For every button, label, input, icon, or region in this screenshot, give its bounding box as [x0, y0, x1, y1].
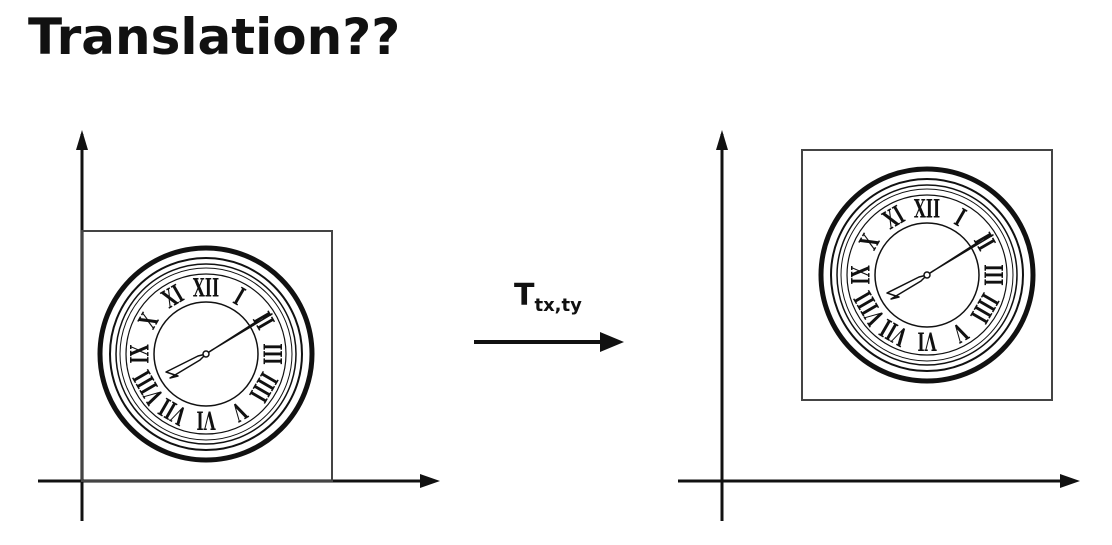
transform-arrow-head: [600, 332, 624, 352]
right-clock-ring-2: [830, 178, 1024, 372]
transform-arrow: [474, 332, 624, 352]
left-clock-minute-hand: [205, 313, 273, 355]
left-clock-numeral: IX: [124, 344, 154, 364]
left-clock-hour-hand: [165, 353, 207, 379]
transform-symbol: T: [514, 278, 535, 313]
left-clock-frame: [81, 230, 333, 482]
right-clock-ring-4: [840, 188, 1014, 362]
right-clock-numeral: XII: [914, 193, 940, 223]
right-clock-frame: [801, 149, 1053, 401]
right-clock-hour-hand: [886, 274, 928, 300]
left-clock-ring-2: [109, 257, 303, 451]
left-clock-numeral: VI: [196, 406, 216, 436]
right-clock-hub: [923, 271, 931, 279]
left-clock-numeral: XII: [193, 272, 219, 302]
left-clock-numeral: III: [258, 343, 288, 365]
left-clock-ring-3: [115, 263, 297, 445]
right-axes: [678, 130, 1080, 521]
transform-subscript: tx,ty: [534, 295, 582, 316]
right-y-arrowhead: [716, 130, 728, 150]
slide-title: Translation??: [28, 8, 401, 66]
right-x-arrowhead: [1060, 474, 1080, 488]
left-clock-numeral-band-outer: [125, 273, 287, 435]
right-clock-minute-hand: [926, 234, 994, 276]
right-clock-numeral-band-outer: [846, 194, 1008, 356]
right-clock-numeral: IX: [845, 265, 875, 285]
left-clock-hub: [202, 350, 210, 358]
right-clock-ring-3: [836, 184, 1018, 366]
left-clock-ring-4: [119, 267, 293, 441]
left-y-arrowhead: [76, 130, 88, 150]
transform-label: Ttx,ty: [514, 278, 582, 316]
left-x-arrowhead: [420, 474, 440, 488]
right-clock-numeral: III: [979, 264, 1009, 286]
right-clock-numeral: VI: [917, 327, 937, 357]
